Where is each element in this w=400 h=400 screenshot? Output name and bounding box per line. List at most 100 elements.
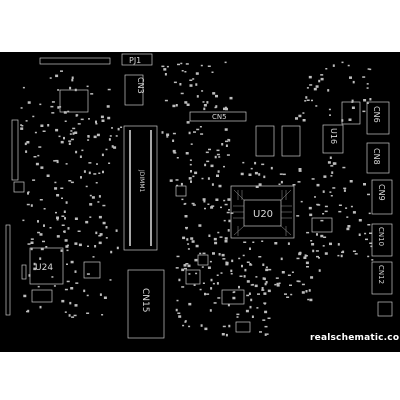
smd-pad (39, 199, 43, 201)
smd-pad (322, 190, 325, 193)
smd-pad (310, 276, 314, 279)
smd-pad (217, 170, 220, 173)
smd-pad (35, 162, 39, 166)
smd-pad (330, 195, 333, 197)
smd-pad (95, 182, 98, 184)
smd-pad (369, 232, 372, 234)
smd-pad (105, 237, 108, 239)
ddr-slot-outline (123, 125, 158, 251)
smd-pad (297, 181, 301, 183)
smd-pad (230, 269, 233, 273)
smd-pad (316, 203, 320, 206)
u20-bga-pattern (233, 189, 292, 236)
smd-pad (92, 256, 95, 258)
smd-pad (74, 88, 77, 92)
smd-pad (183, 264, 187, 267)
smd-pad (250, 298, 253, 302)
smd-pad (318, 257, 320, 259)
smd-pad (74, 217, 78, 220)
smd-pad (223, 165, 225, 168)
smd-pad (248, 292, 251, 295)
smd-pad (176, 184, 179, 187)
smd-pad (98, 172, 101, 174)
smd-pad (39, 233, 43, 236)
smd-pad (79, 155, 82, 158)
smd-pad (282, 173, 286, 176)
smd-pad (105, 226, 108, 229)
smd-pad (366, 87, 369, 89)
smd-pad (60, 140, 64, 144)
smd-pad (261, 240, 264, 242)
smd-pad (187, 248, 190, 250)
smd-pad (246, 294, 250, 297)
smd-pad (70, 138, 74, 141)
u20-package-outline (230, 185, 295, 239)
smd-pad (211, 71, 214, 73)
smd-pad (328, 108, 331, 111)
label-u16: U16 (329, 128, 338, 144)
smd-pad (108, 162, 111, 164)
cn8-outline (366, 142, 390, 174)
smd-pad (180, 182, 183, 186)
smd-pad (63, 230, 66, 233)
smd-pad (305, 290, 308, 293)
smd-pad (330, 175, 333, 177)
smd-pad (166, 133, 170, 136)
u24-outline (29, 247, 64, 285)
smd-pad (37, 220, 39, 223)
smd-pad (221, 143, 224, 146)
smd-pad (302, 112, 305, 114)
smd-pad (241, 264, 243, 268)
smd-pad (178, 278, 181, 282)
smd-pad (23, 294, 27, 298)
smd-pad (161, 131, 164, 134)
smd-pad (86, 273, 90, 275)
smd-pad (210, 164, 214, 168)
smd-pad (38, 146, 42, 148)
smd-pad (309, 213, 313, 217)
smd-pad (291, 271, 294, 273)
smd-pad (93, 135, 97, 139)
smd-pad (24, 142, 27, 146)
label-cn9: CN9 (377, 184, 386, 201)
smd-pad (202, 198, 206, 201)
smd-pad (303, 256, 307, 259)
smd-pad (190, 237, 194, 240)
smd-pad (68, 142, 71, 145)
smd-pad (207, 177, 210, 180)
smd-pad (307, 298, 310, 301)
smd-pad (55, 159, 59, 162)
smd-pad (63, 111, 67, 114)
component-labels: PJ1 CN3 JDIMM1 CN5 U16 CN6 CN8 CN9 CN10 … (35, 56, 386, 312)
smd-pad (111, 145, 114, 148)
smd-pad (192, 78, 195, 80)
smd-pad (295, 117, 298, 120)
smd-pad (89, 203, 93, 206)
smd-pad (318, 269, 321, 272)
smd-pad (56, 194, 60, 197)
u16-outline (322, 124, 344, 154)
smd-pad (265, 281, 268, 284)
smd-pad (164, 99, 168, 102)
smd-pad (292, 184, 296, 186)
smd-pad (366, 83, 369, 85)
smd-pad (208, 148, 211, 151)
smd-pad (306, 266, 309, 268)
smd-pad (22, 219, 25, 222)
smd-pad (223, 219, 226, 222)
smd-pad (80, 118, 84, 121)
smd-pad (85, 220, 89, 224)
cn12-outline (371, 261, 393, 295)
smd-pad (96, 133, 100, 137)
smd-pad (70, 130, 73, 132)
smd-pad (225, 333, 228, 337)
smd-pad (180, 62, 183, 65)
smd-pad (267, 289, 271, 293)
smd-pad (59, 106, 62, 108)
smd-pad (274, 283, 277, 286)
smd-pad (191, 240, 195, 243)
left-edge-connector-outline (11, 119, 19, 181)
smd-pad (327, 89, 330, 92)
smd-pad (340, 254, 343, 258)
smd-pad (57, 106, 60, 109)
